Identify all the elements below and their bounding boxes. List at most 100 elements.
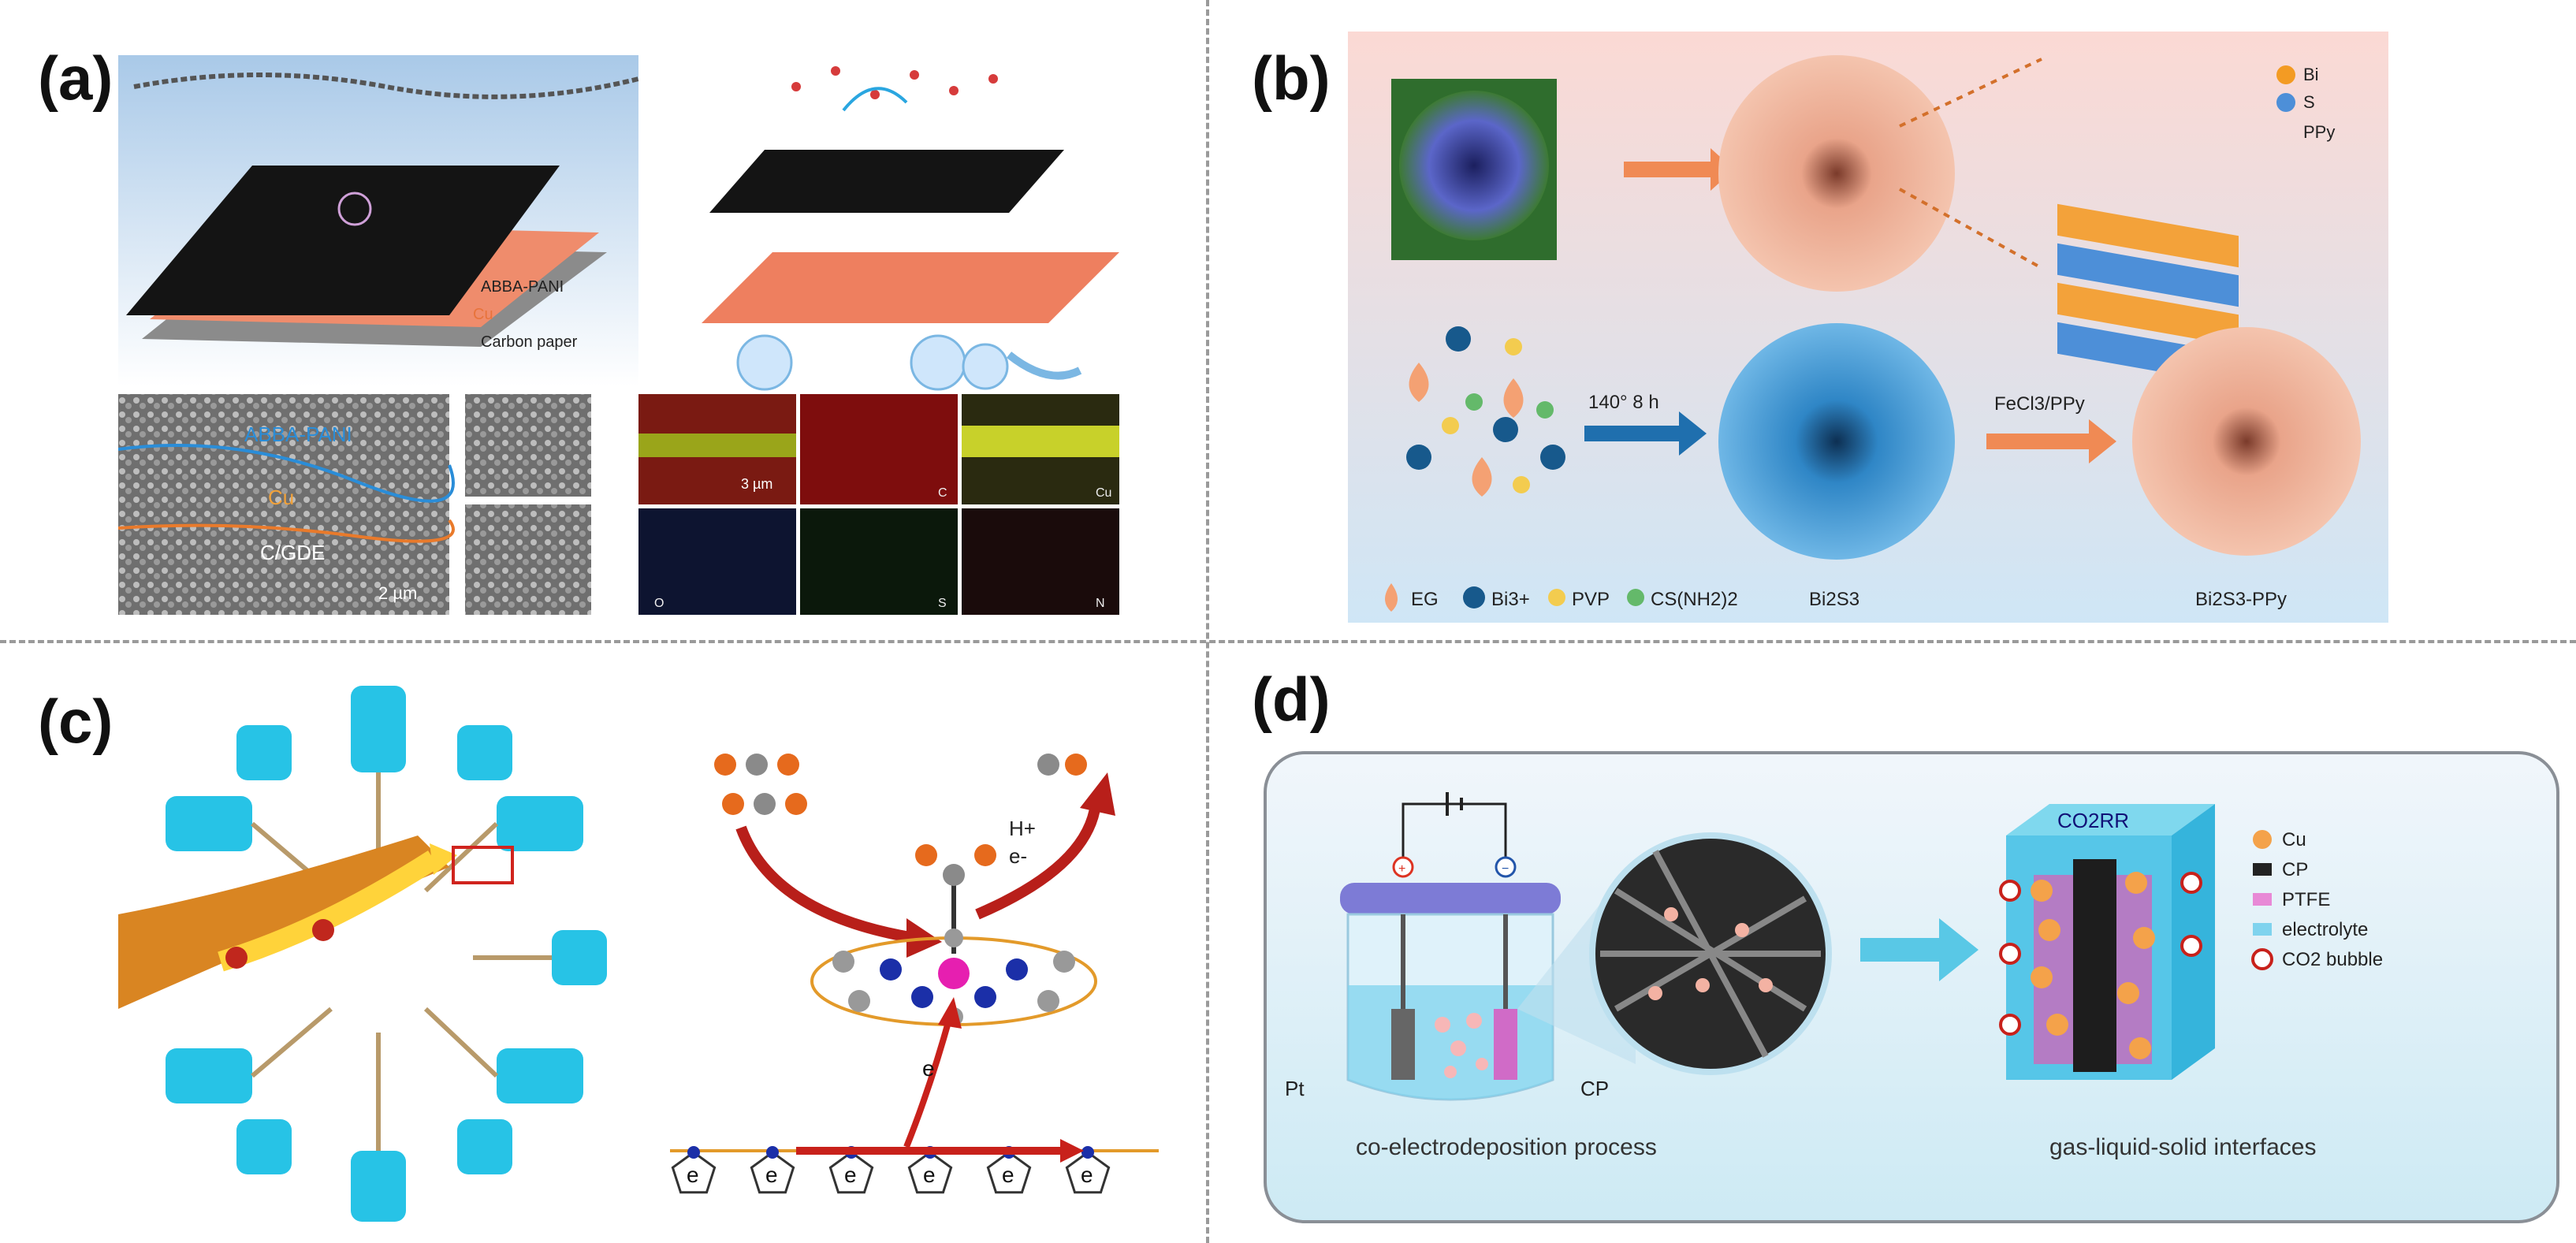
s-atom-icon bbox=[2276, 93, 2295, 112]
mof-framework bbox=[166, 686, 607, 1222]
layer-label-carbon: Carbon paper bbox=[481, 333, 578, 351]
step2-label: FeCl3/PPy bbox=[1994, 393, 2085, 415]
sem-label-cgde: C/GDE bbox=[260, 541, 325, 564]
sem-boundary-blue bbox=[118, 444, 455, 503]
map-label-o: O bbox=[654, 597, 664, 610]
horizontal-divider bbox=[0, 640, 2576, 643]
sem-zoom-bottom bbox=[465, 504, 591, 615]
ptfe-legend-icon bbox=[2253, 893, 2272, 906]
panel-label-d: (d) bbox=[1252, 664, 1331, 734]
sem-zoom-top bbox=[465, 394, 591, 497]
pt-electrode bbox=[1391, 1009, 1415, 1080]
circuit-wire bbox=[1402, 802, 1507, 867]
pyrrole-ring bbox=[907, 1151, 953, 1194]
product-bi2s3-ppy: Bi2S3-PPy bbox=[2195, 589, 2287, 610]
legend-co2-bubble: CO2 bubble bbox=[2282, 949, 2383, 970]
legend-electrolyte: electrolyte bbox=[2282, 919, 2368, 940]
arrow-1 bbox=[1624, 148, 1734, 191]
arrow-2 bbox=[1584, 411, 1707, 456]
ring-electron-label: e bbox=[765, 1163, 778, 1187]
eg-icon bbox=[1385, 583, 1398, 612]
ring-electron-label: e bbox=[923, 1163, 936, 1187]
ring-electron-label: e bbox=[1002, 1163, 1014, 1187]
cu-particles-zoom bbox=[1648, 907, 1773, 1000]
map-label-n: N bbox=[1096, 597, 1105, 610]
legend-ppy: PPy bbox=[2303, 122, 2335, 142]
co2-bubbles bbox=[736, 334, 1009, 391]
layer-label-abba: ABBA-PANI bbox=[481, 278, 564, 296]
nitrogen-atom bbox=[766, 1146, 779, 1159]
adsorption-arrow bbox=[735, 825, 916, 943]
cp-legend-icon bbox=[2253, 863, 2272, 876]
co2-molecule-1 bbox=[225, 947, 248, 969]
panel-label-c: (c) bbox=[38, 687, 114, 756]
pyrrole-ring bbox=[986, 1151, 1032, 1194]
step1-label: 140° 8 h bbox=[1588, 392, 1659, 413]
panel-b-figure: Bi S PPy 140° 8 h FeCl3/PPy EG Bi3+ PVP … bbox=[1348, 32, 2388, 623]
map-label-c: C bbox=[938, 486, 947, 500]
arrow-3 bbox=[1986, 419, 2116, 463]
process-arrow bbox=[1860, 918, 1979, 981]
legend-s: S bbox=[2303, 92, 2315, 112]
minus-sign: − bbox=[1502, 862, 1509, 876]
highlight-box bbox=[452, 846, 514, 884]
sem-label-cu: Cu bbox=[268, 486, 294, 509]
pyrrole-ring bbox=[671, 1151, 717, 1194]
panel-label-b: (b) bbox=[1252, 43, 1331, 113]
electrolyte-fill bbox=[1348, 985, 1553, 1100]
pvp-icon bbox=[1548, 589, 1565, 606]
cu-spheres bbox=[2031, 872, 2155, 1059]
precursor-cluster bbox=[1406, 326, 1565, 497]
electron-up-arrow bbox=[903, 1015, 953, 1148]
panel-label-a: (a) bbox=[38, 43, 114, 113]
bi2s3-ppy-sphere-bottom bbox=[2132, 327, 2361, 556]
eds-map-o bbox=[638, 508, 796, 615]
plus-sign: + bbox=[1398, 862, 1405, 876]
legend-thiourea: CS(NH2)2 bbox=[1651, 589, 1738, 610]
map-label-s: S bbox=[938, 597, 947, 610]
co-product-icon bbox=[1037, 754, 1087, 776]
eds-map-n bbox=[962, 508, 1119, 615]
legend-pvp: PVP bbox=[1572, 589, 1610, 610]
legend-bi: Bi bbox=[2303, 65, 2319, 84]
molecules-top bbox=[791, 66, 998, 99]
layer-label-cu: Cu bbox=[473, 306, 493, 323]
cp-electrode bbox=[1494, 1009, 1517, 1080]
legend-eg: EG bbox=[1411, 589, 1439, 610]
bi-atom-icon bbox=[2276, 65, 2295, 84]
co2-reactant-icon bbox=[714, 754, 807, 815]
eds-map-s bbox=[800, 508, 958, 615]
map-label-cu: Cu bbox=[1096, 486, 1111, 500]
label-pt: Pt bbox=[1285, 1077, 1305, 1100]
flow-arrow-top bbox=[842, 87, 908, 112]
bubble-legend-icon bbox=[2251, 948, 2273, 970]
nitrogen-atom bbox=[687, 1146, 700, 1159]
abba-pani-layer-right bbox=[709, 150, 1064, 213]
bi2s3-sphere bbox=[1718, 323, 1955, 560]
label-cp: CP bbox=[1580, 1077, 1609, 1100]
panel-d-figure: + − Pt CP CO2RR Cu CP PTFE electrolyte C… bbox=[1264, 751, 2559, 1223]
electron-transfer-label: e bbox=[922, 1056, 935, 1081]
ring-electron-label: e bbox=[844, 1163, 857, 1187]
thiourea-icon bbox=[1627, 589, 1644, 606]
nitrogen-atom bbox=[1081, 1146, 1094, 1159]
co2-molecule-2 bbox=[312, 919, 334, 941]
pyrrole-ring bbox=[750, 1151, 795, 1194]
sem-boundary-orange bbox=[118, 519, 455, 543]
polymer-chain bbox=[133, 73, 639, 99]
sem-cross-section bbox=[118, 394, 449, 615]
caption-process: co-electrodeposition process bbox=[1356, 1134, 1657, 1160]
cu-legend-icon bbox=[2253, 830, 2272, 849]
pyrrole-ring bbox=[1065, 1151, 1111, 1194]
cp-core bbox=[2073, 859, 2116, 1072]
caption-interfaces: gas-liquid-solid interfaces bbox=[2049, 1134, 2317, 1160]
co2-bubbles-box bbox=[1999, 872, 2202, 1036]
co2rr-title: CO2RR bbox=[2057, 809, 2129, 832]
sem-label-abba: ABBA-PANI bbox=[244, 422, 352, 446]
panel-a-figure: ABBA-PANI Cu Carbon paper ABBA-PANI Cu C… bbox=[118, 55, 1119, 615]
legend-bi3: Bi3+ bbox=[1491, 589, 1530, 610]
cu-layer-right bbox=[702, 252, 1119, 323]
scale-bar-map: 3 µm bbox=[741, 476, 772, 492]
bi2s3-ppy-sphere-top bbox=[1718, 55, 1955, 292]
